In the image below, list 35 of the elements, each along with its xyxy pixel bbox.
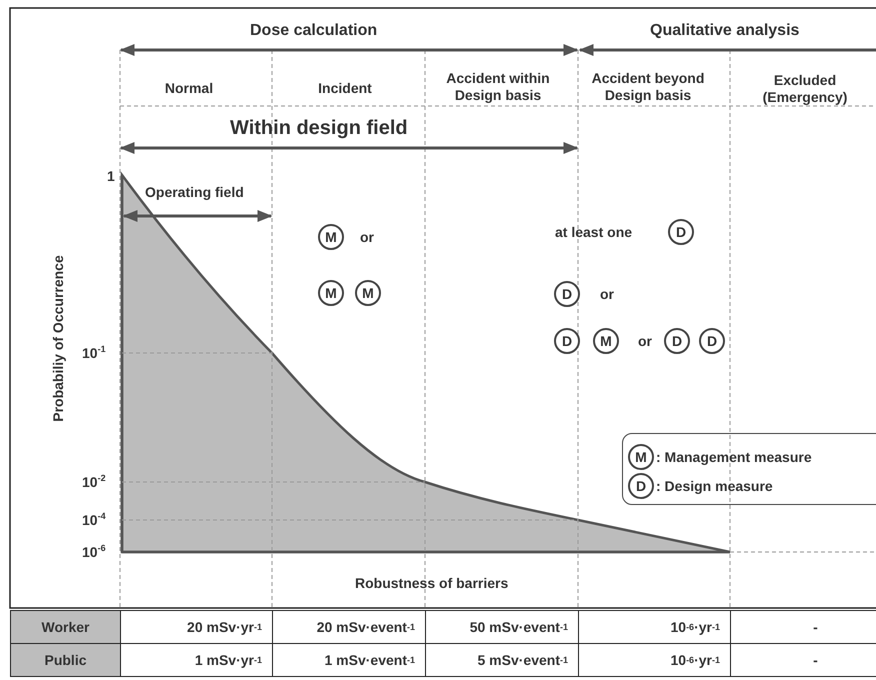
letter-circle: M (628, 444, 654, 470)
column-heading: Accident beyond Design basis (590, 70, 706, 104)
letter-circle: D (699, 328, 725, 354)
axis-tick-label: 1 (107, 168, 115, 185)
letter-circle: M (318, 224, 344, 250)
column-heading: Excluded (Emergency) (762, 72, 848, 106)
axis-tick-label: 10$^{-1}$ (82, 345, 106, 362)
letter-circle: M (355, 280, 381, 306)
letter-circle: D (554, 281, 580, 307)
row-header-cell: Public (10, 643, 121, 677)
field-label: Operating field (145, 184, 244, 201)
letter-circle: D (554, 328, 580, 354)
band-heading: Dose calculation (250, 22, 378, 39)
column-heading: Accident within Design basis (445, 70, 551, 104)
axis-tick-label: 10$^{-2}$ (82, 474, 106, 491)
axis-tick-label: 10$^{-6}$ (82, 544, 106, 561)
letter-circle: M (318, 280, 344, 306)
column-heading: Normal (164, 80, 214, 97)
letter-circle: D (664, 328, 690, 354)
letter-circle: D (628, 473, 654, 499)
conjunction-text: or (360, 229, 374, 246)
axis-tick-label: 10$^{-4}$ (82, 512, 106, 529)
legend-text: : Design measure (656, 478, 773, 495)
band-heading: Qualitative analysis (650, 22, 800, 39)
condition-text: at least one (555, 224, 632, 241)
conjunction-text: or (600, 286, 614, 303)
conjunction-text: or (638, 333, 652, 350)
field-heading: Within design field (230, 120, 408, 137)
axis-title: Robustness of barriers (355, 575, 508, 592)
row-header-cell: Worker (10, 610, 121, 644)
letter-circle: M (593, 328, 619, 354)
legend-text: : Management measure (656, 449, 812, 466)
axis-title: Probabiliy of Occurrence (50, 255, 67, 422)
column-heading: Incident (317, 80, 373, 97)
letter-circle: D (668, 219, 694, 245)
